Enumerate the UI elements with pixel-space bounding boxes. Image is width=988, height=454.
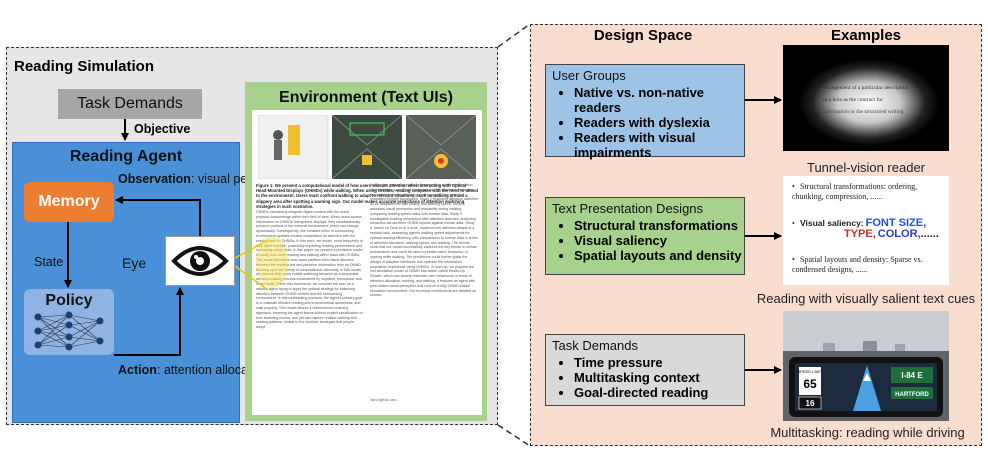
user-groups-box: User Groups Native vs. non-native reader… [545,64,745,160]
list-item: Native vs. non-native readers [574,85,744,115]
memory-box: Memory [24,182,114,222]
list-item: Spatial layouts and density [574,248,744,263]
driving-example-image: SPEED LIMIT 65 16 I-84 E HARTFORD [783,311,949,421]
examples-title: Examples [830,27,902,44]
text-presentation-designs-list: Structural transformations Visual salien… [546,218,744,263]
salient-text-example-image [783,176,949,285]
list-item: Readers with visual impairments [574,130,744,160]
objective-label: Objective [134,122,191,136]
salient-example-bullet-3: •Spatial layouts and density: Sparse vs.… [792,255,942,275]
salient-example-bullet-2: • Visual saliency: FONT SIZE, TYPE, COLOR… [792,218,942,240]
task-demands-design-list: Time pressure Multitasking context Goal-… [546,355,744,400]
eye-box [165,236,235,286]
action-label-bold: Action [118,363,157,377]
design-space-title: Design Space [593,27,693,44]
task-demands-design-title: Task Demands [552,338,638,353]
list-item: Goal-directed reading [574,385,744,400]
list-item: Time pressure [574,355,744,370]
paper-caption: Figure 1: We present a computational mod… [256,183,478,209]
bullet-icon: • [792,255,795,264]
current-speed-value: 16 [806,399,815,408]
bullet-icon: • [792,219,795,228]
salient-example-bullet-3-text: Spatial layouts and density: Sparse vs. … [792,255,923,274]
speed-limit-value: 65 [803,377,817,391]
policy-title: Policy [45,292,93,309]
eye-label: Eye [122,255,147,271]
user-groups-title: User Groups [552,68,626,83]
paper-footnote: https://github.com/... [370,398,399,402]
environment-title: Environment (Text UIs) [279,89,453,106]
eye-icon [171,246,229,276]
tunnel-vision-caption: Tunnel-vision reader [806,160,926,175]
tunnel-text-line: in a hole as the contract for [823,96,883,103]
neural-network-icon [34,311,104,351]
type-cue: TYPE, [844,228,876,240]
paper-column-left: OHMDs seamlessly integrate digital conte… [256,210,363,330]
salient-text-caption: Reading with visually salient text cues [756,291,976,306]
text-presentation-designs-box: Text Presentation Designs Structural tra… [545,197,745,275]
state-label: State [34,255,64,269]
task-demands-box: Task Demands [58,89,202,119]
font-size-cue: FONT SIZE, [865,217,927,229]
visual-saliency-label: Visual saliency: [800,218,864,228]
highway-sign: I-84 E [901,371,923,380]
salient-ellipsis: ...... [920,228,939,240]
action-label: Action: attention allocation [118,363,268,377]
paper-figure-image [258,115,476,179]
tunnel-text-line: information or the structured writing [823,108,904,115]
tunnel-vision-example-image: arrangement of a particular description … [783,45,949,151]
action-label-rest: : attention allocation [156,363,269,377]
panel-connector-top [497,23,531,48]
tunnel-text-line: arrangement of a particular description [823,84,909,91]
panel-connector-bottom [497,424,531,447]
exit-sign: HARTFORD [895,392,929,398]
driving-caption: Multitasking: reading while driving [770,425,965,440]
task-demands-design-box: Task Demands Time pressure Multitasking … [545,334,745,406]
list-item: Visual saliency [574,233,744,248]
color-cue: COLOR, [877,228,921,240]
text-presentation-designs-title: Text Presentation Designs [552,201,704,216]
reading-simulation-title: Reading Simulation [14,58,155,75]
speed-limit-label: SPEED LIMIT [798,369,823,374]
list-item: Structural transformations [574,218,744,233]
paper-column-right: that involve managing eyeball movements … [370,183,478,298]
user-groups-list: Native vs. non-native readers Readers wi… [546,85,744,160]
list-item: Multitasking context [574,370,744,385]
reading-agent-title: Reading Agent [69,148,183,165]
list-item: Readers with dyslexia [574,115,744,130]
observation-label-bold: Observation [118,172,191,186]
salient-example-bullet-1-text: Structural transformations: ordering, ch… [792,182,918,201]
bullet-icon: • [792,182,795,191]
salient-example-bullet-1: •Structural transformations: ordering, c… [792,182,942,202]
speed-limit-sign [799,367,821,395]
